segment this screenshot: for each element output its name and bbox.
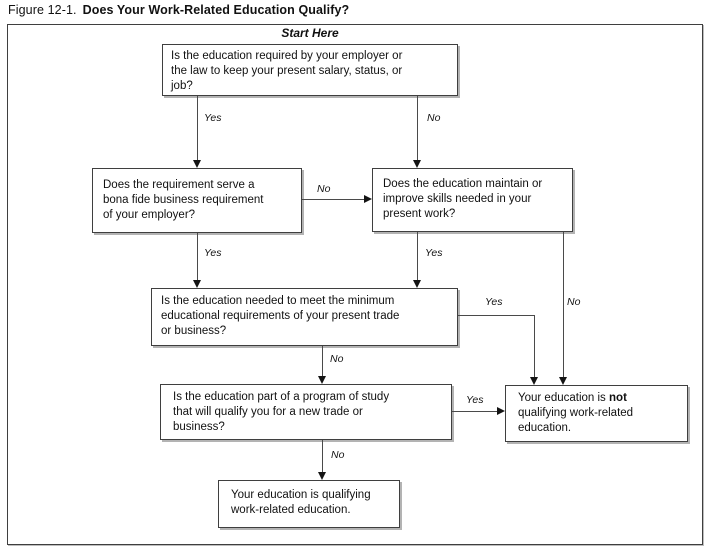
connector-q2-yes-line <box>197 233 198 280</box>
label-q5-yes: Yes <box>466 394 484 406</box>
connector-q1-no-line <box>417 96 418 160</box>
arrowhead-down-icon <box>559 377 567 385</box>
label-q3-yes: Yes <box>425 247 443 259</box>
box-not-qualifying-result: Your education is not qualifying work-re… <box>505 385 688 442</box>
box-new-trade-program: Is the education part of a program of st… <box>160 384 452 440</box>
label-q4-no: No <box>330 353 344 365</box>
arrowhead-right-icon <box>364 195 372 203</box>
not-qualifying-text-pre: Your education is <box>518 392 610 404</box>
label-q2-yes: Yes <box>204 247 222 259</box>
label-q2-no: No <box>317 183 331 195</box>
label-q1-no: No <box>427 112 441 124</box>
label-q3-no: No <box>567 296 581 308</box>
label-q1-yes: Yes <box>204 112 222 124</box>
arrowhead-down-icon <box>413 160 421 168</box>
box-maintain-improve-skills: Does the education maintain or improve s… <box>372 168 573 232</box>
connector-q5-no-line <box>322 440 323 472</box>
figure-number: Figure 12-1. <box>8 3 77 17</box>
arrowhead-down-icon <box>413 280 421 288</box>
flowchart-border <box>7 24 703 545</box>
box-education-required: Is the education required by your employ… <box>162 44 458 96</box>
connector-q3-yes-line <box>417 232 418 280</box>
not-qualifying-text-post: qualifying work-related education. <box>518 407 634 434</box>
connector-q4-no-line <box>322 346 323 376</box>
start-here-label: Start Here <box>281 26 339 40</box>
figure-title: Figure 12-1. Does Your Work-Related Educa… <box>8 3 349 17</box>
connector-q3-no-line <box>563 232 564 377</box>
connector-q4-yes-vline <box>534 315 535 377</box>
arrowhead-right-icon <box>497 407 505 415</box>
label-q5-no: No <box>331 449 345 461</box>
connector-q2-no-line <box>302 199 364 200</box>
figure-name: Does Your Work-Related Education Qualify… <box>82 3 350 17</box>
connector-q5-yes-line <box>452 411 497 412</box>
arrowhead-down-icon <box>530 377 538 385</box>
box-minimum-requirements: Is the education needed to meet the mini… <box>151 288 458 346</box>
connector-q4-yes-hline <box>458 315 535 316</box>
not-qualifying-emphasis: not <box>609 392 627 404</box>
box-qualifying-result: Your education is qualifying work-relate… <box>218 480 400 528</box>
label-q4-yes: Yes <box>485 296 503 308</box>
arrowhead-down-icon <box>193 160 201 168</box>
arrowhead-down-icon <box>318 472 326 480</box>
connector-q1-yes-line <box>197 96 198 160</box>
arrowhead-down-icon <box>193 280 201 288</box>
box-bona-fide-requirement: Does the requirement serve a bona fide b… <box>92 168 302 233</box>
arrowhead-down-icon <box>318 376 326 384</box>
